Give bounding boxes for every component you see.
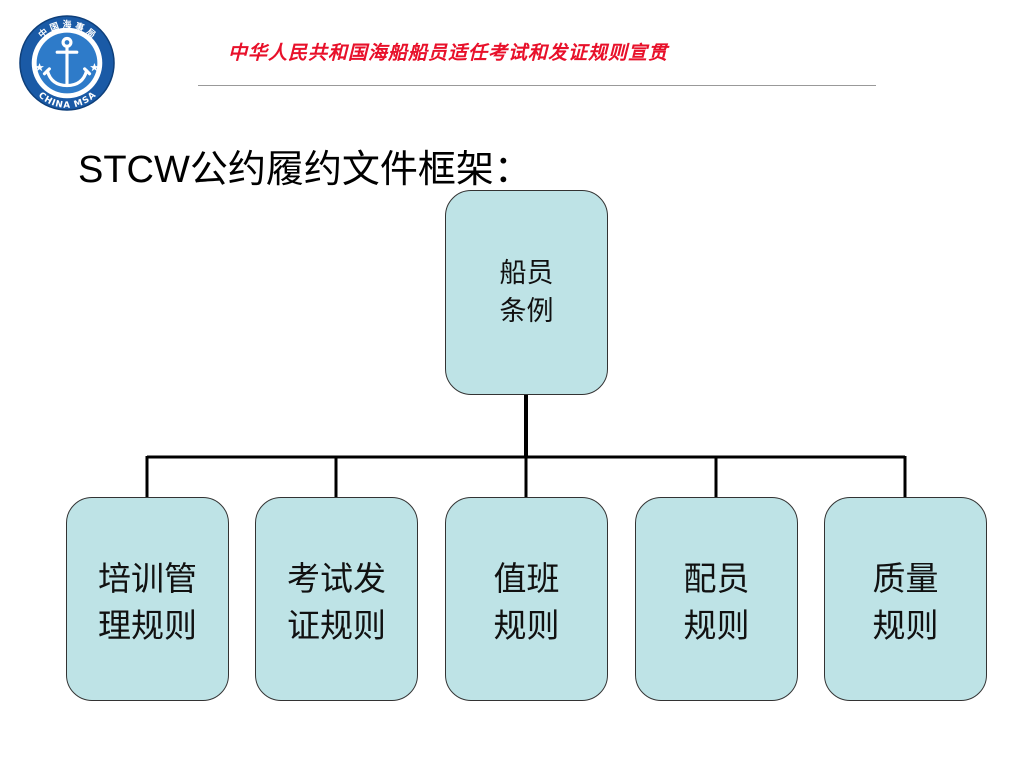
slide-heading-cjk: 公约履约文件框架：	[189, 147, 532, 191]
child-node-quality: 质量 规则	[824, 497, 987, 701]
slide-heading-latin: STCW	[78, 149, 190, 191]
header-divider	[198, 85, 876, 86]
header-title: 中华人民共和国海船船员适任考试和发证规则宣贯	[228, 42, 669, 64]
root-node-label: 船员 条例	[499, 257, 554, 327]
child-node-exam-certification: 考试发 证规则	[255, 497, 418, 701]
child-node-label: 质量 规则	[872, 559, 939, 645]
child-node-training-management: 培训管 理规则	[66, 497, 229, 701]
child-node-label: 培训管 理规则	[98, 559, 197, 645]
anchor-icon	[42, 36, 92, 88]
child-node-label: 值班 规则	[493, 559, 560, 645]
child-node-label: 配员 规则	[683, 559, 750, 645]
child-node-manning: 配员 规则	[635, 497, 798, 701]
slide-heading: STCW公约履约文件框架：	[78, 138, 532, 193]
child-node-label: 考试发 证规则	[287, 559, 386, 645]
china-msa-logo: 中 国 海 事 局 CHINA MSA	[19, 15, 115, 111]
root-node-crew-regulations: 船员 条例	[445, 190, 608, 395]
child-node-watchkeeping: 值班 规则	[445, 497, 608, 701]
